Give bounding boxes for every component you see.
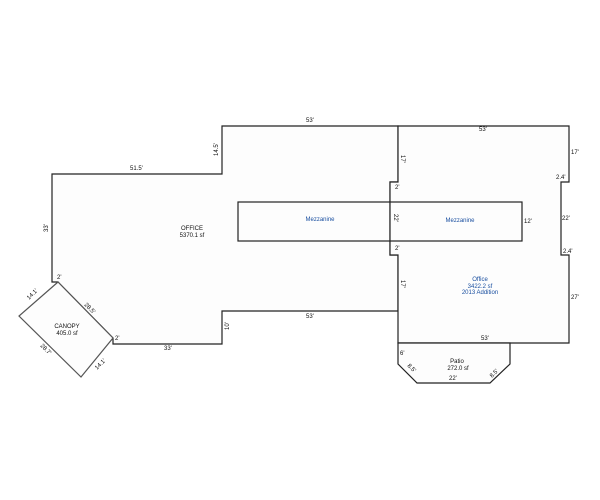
dim-label: 2': [115, 336, 119, 342]
dim-label: 2': [57, 275, 61, 281]
dim-label: 10': [225, 322, 231, 330]
addition-label: Office: [472, 277, 488, 283]
dim-label: 2': [395, 185, 399, 191]
dim-label: 8.5': [489, 368, 500, 379]
office-area: 5370.1 sf: [180, 233, 205, 239]
dim-label: 17': [399, 155, 405, 163]
dim-label: 33': [164, 346, 172, 352]
dim-label: 2': [395, 246, 399, 252]
dim-label: 8.5': [406, 363, 417, 374]
canopy-area: 405.0 sf: [56, 331, 78, 337]
dim-label: 17': [399, 280, 405, 288]
dim-label: 27': [571, 295, 579, 301]
addition-note: 2013 Addition: [462, 290, 498, 296]
canopy-label: CANOPY: [54, 324, 79, 330]
dim-label: 6': [400, 351, 404, 357]
dim-label: 53': [481, 336, 489, 342]
dim-label: 51.5': [130, 166, 143, 172]
mezzanine-right[interactable]: [389, 201, 523, 242]
patio-area: 272.0 sf: [447, 366, 469, 372]
dim-label: 17': [571, 150, 579, 156]
canopy-room[interactable]: [18, 281, 114, 378]
dim-label: 53': [306, 118, 314, 124]
dim-label: 12': [524, 219, 532, 225]
dim-label: 14.5': [214, 143, 220, 156]
dim-label: 22': [392, 214, 398, 222]
office-label: OFFICE: [181, 226, 203, 232]
mezzanine-left-label: Mezzanine: [305, 217, 335, 223]
dim-label: 22': [562, 216, 570, 222]
dim-label: 53': [306, 314, 314, 320]
mezzanine-right-label: Mezzanine: [445, 218, 475, 224]
patio-room[interactable]: [397, 342, 511, 384]
patio-label: Patio: [450, 359, 464, 365]
addition-area: 3422.2 sf: [468, 284, 493, 290]
dim-label: 33': [44, 224, 50, 232]
dim-label: 22': [449, 376, 457, 382]
dim-label: 2.4': [563, 249, 573, 255]
dim-label: 14.1': [94, 358, 107, 371]
dim-label: 53': [479, 127, 487, 133]
dim-label: 2.4': [556, 175, 566, 181]
